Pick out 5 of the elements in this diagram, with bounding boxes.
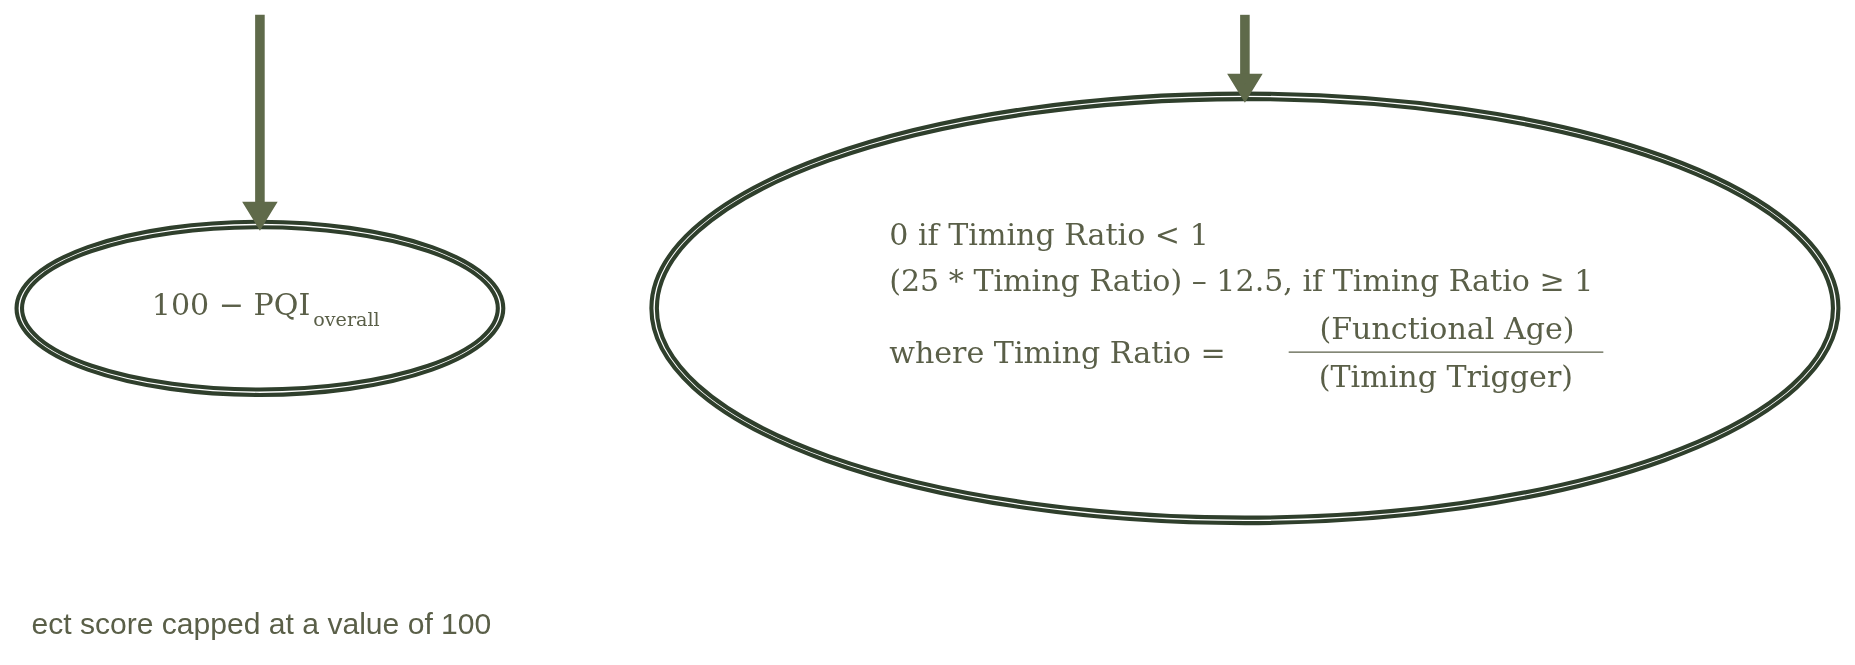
label: ect score capped at a value of 100 <box>31 607 492 641</box>
node-ellipse: 100 − PQI$_{overall}$ <box>14 219 506 397</box>
node-ellipse: 0 if Timing Ratio < 1 (25 * Timing Ratio) – 12.5, if Timing Ratio ≥ 1 where Timing Ratio = (Functional Age) (Timing Trigger) <box>649 91 1841 526</box>
arrow <box>1227 14 1263 103</box>
arrow <box>242 14 278 231</box>
